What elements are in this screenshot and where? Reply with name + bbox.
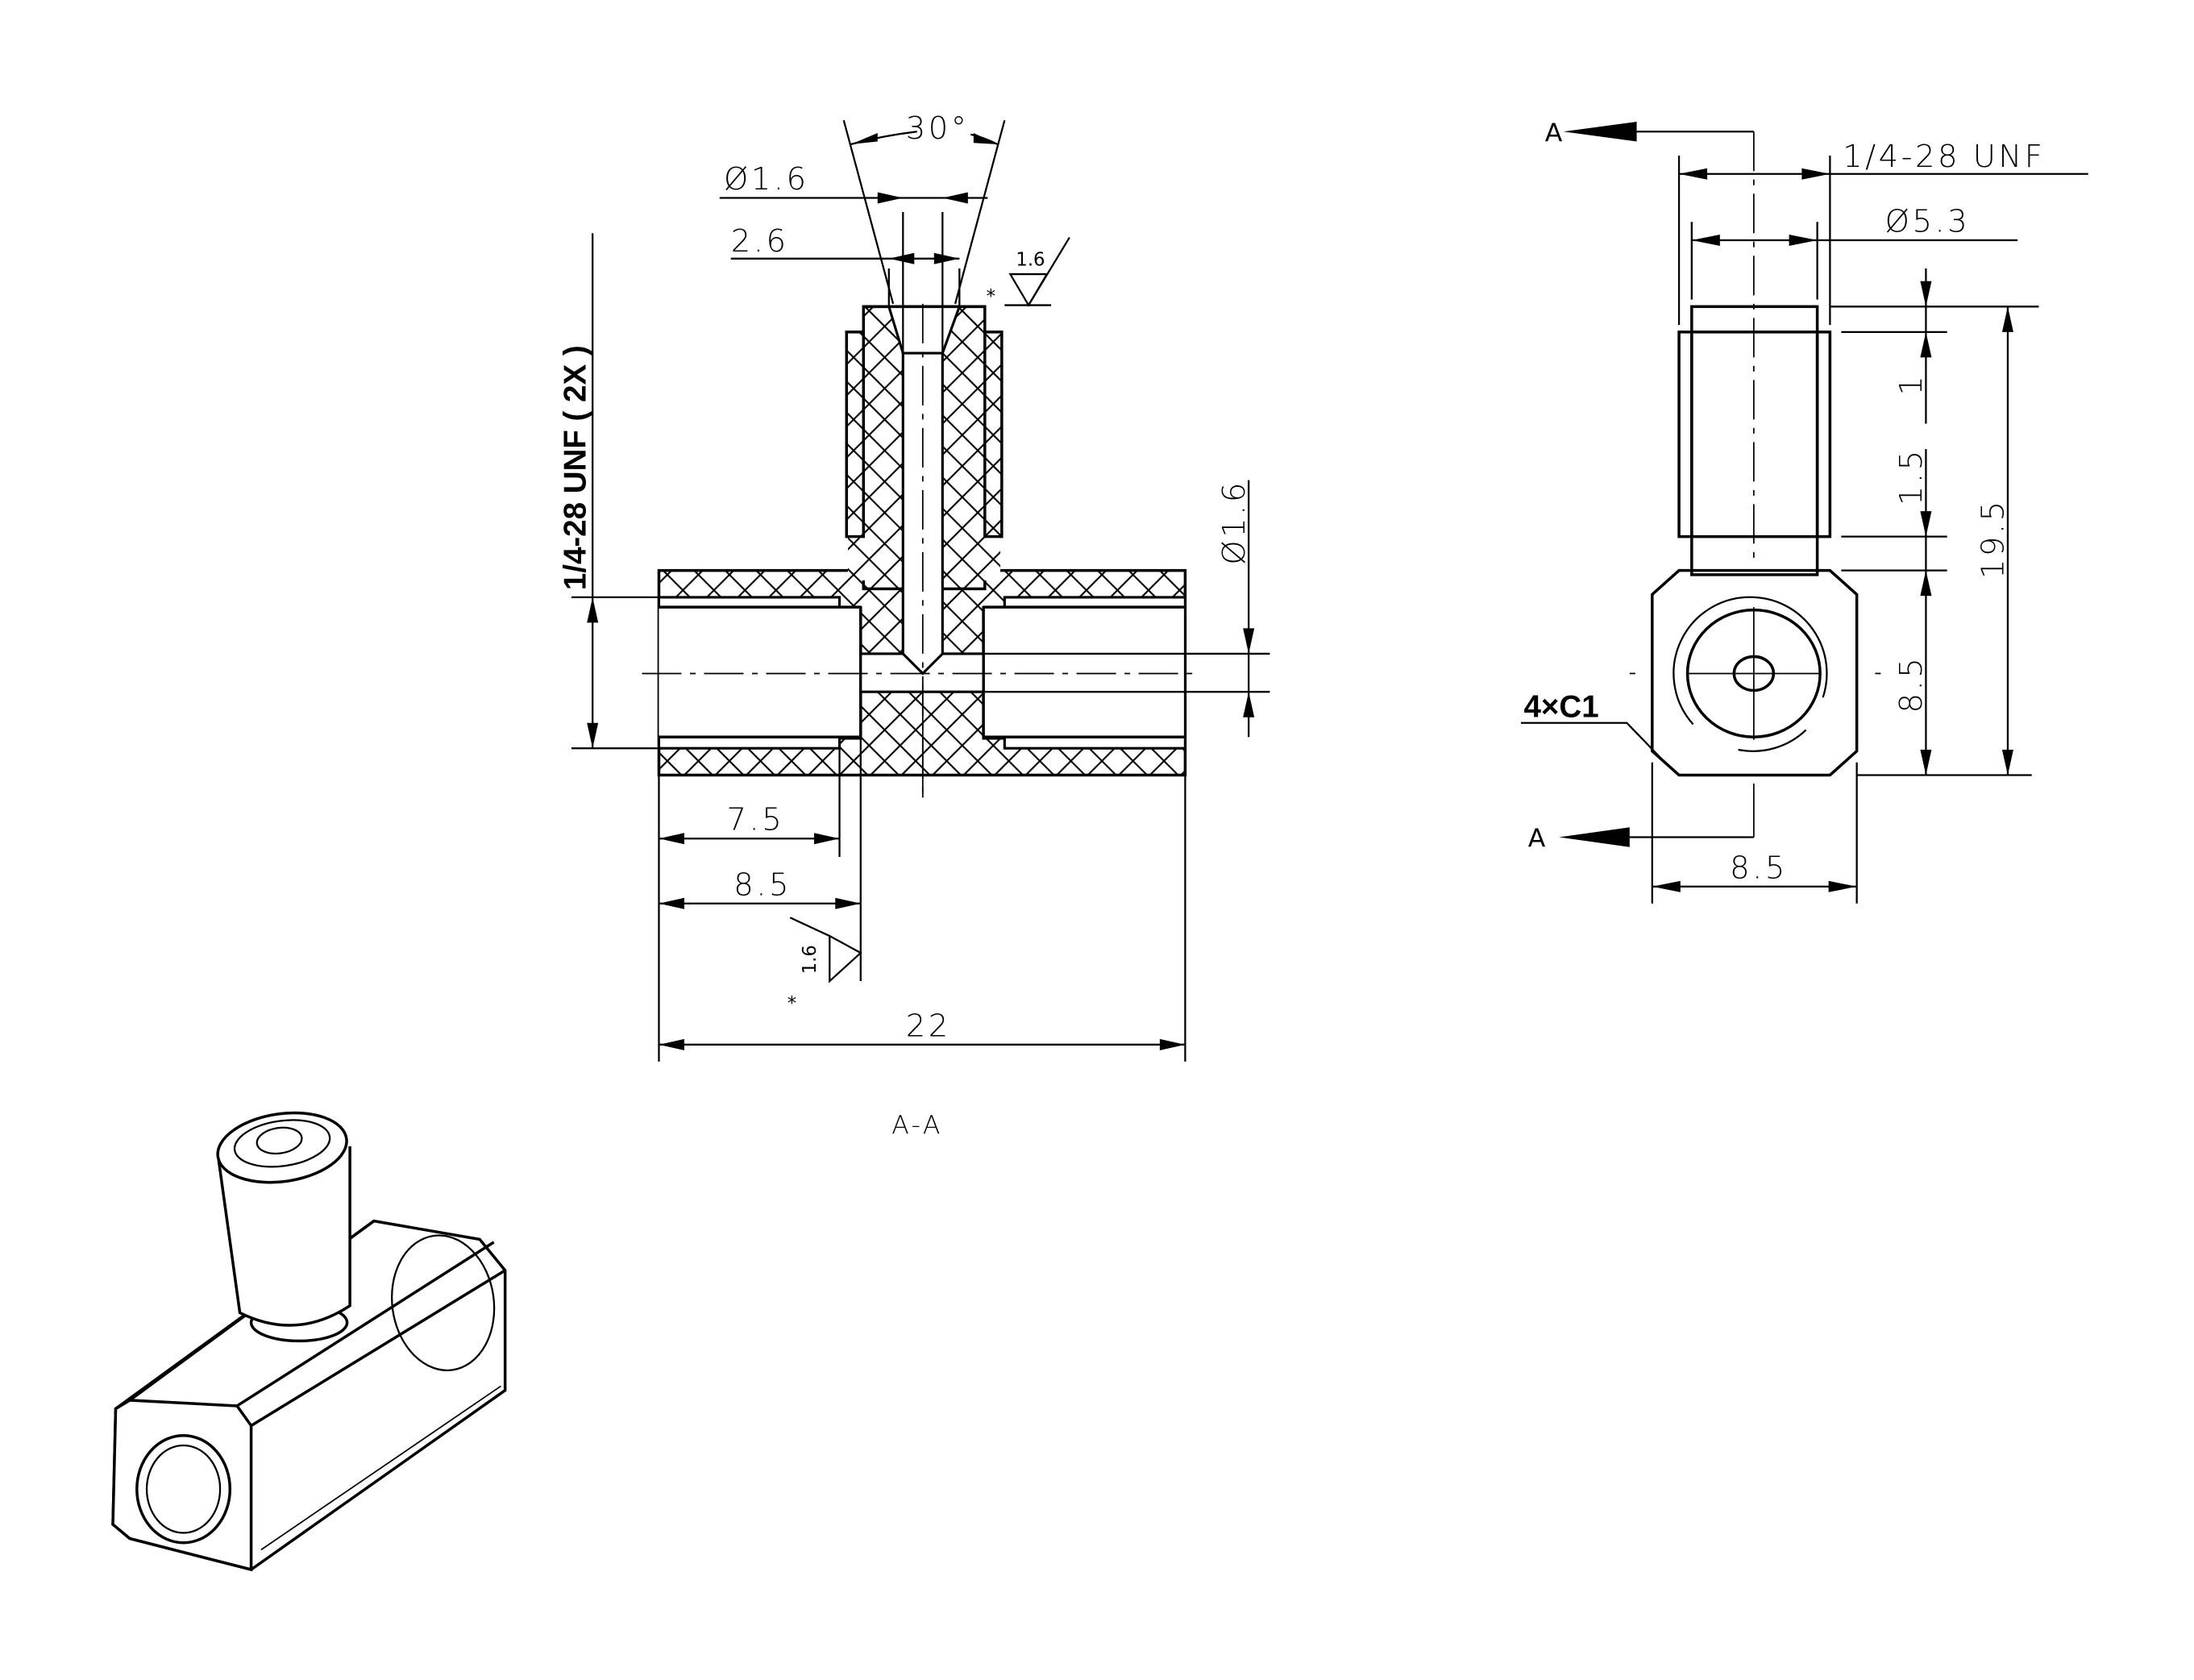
roughness-top-mark: * [987,286,995,307]
width-label: 8.5 [1730,850,1788,886]
roughness-bottom-mark: * [787,993,796,1014]
diameter-label: Ø5.3 [1885,204,1971,240]
hole-diameter-side-label: Ø1.6 [1216,480,1253,565]
hole-diameter-top-label: Ø1.6 [724,161,809,198]
overall-length-label: 22 [906,1008,951,1044]
side-view: A A 1/4-28 UNF Ø5.3 1 1.5 8.5 19.5 [1521,119,2088,904]
roughness-bottom-value: 1.6 [800,945,821,974]
thread-callout-label: 1/4-28 UNF ( 2X ) [558,345,592,590]
height-1-label: 1 [1893,373,1930,396]
section-arrow-bottom [1559,827,1630,847]
counterbore-label: 2.6 [731,223,789,260]
section-view-a-a: 30° Ø1.6 2.6 1.6 * 1/4-28 UNF ( 2X ) [558,110,1270,1140]
hex-body [1651,568,1859,777]
section-arrow-top [1563,122,1637,142]
isometric-view [111,1111,507,1572]
roughness-top-value: 1.6 [1016,250,1045,271]
height-1-5-label: 1.5 [1893,447,1930,505]
thread-label: 1/4-28 UNF [1843,139,2045,175]
height-8-5-label: 8.5 [1893,655,1930,713]
height-total-label: 19.5 [1976,498,2012,579]
chamfer-label: 4×C1 [1524,690,1599,725]
section-title: A-A [891,1111,943,1140]
thread-depth-label: 7.5 [726,802,784,838]
section-marker-top: A [1545,119,1563,148]
bore-depth-label: 8.5 [733,867,792,903]
section-marker-bottom: A [1528,825,1546,854]
angle-label: 30° [906,110,970,147]
